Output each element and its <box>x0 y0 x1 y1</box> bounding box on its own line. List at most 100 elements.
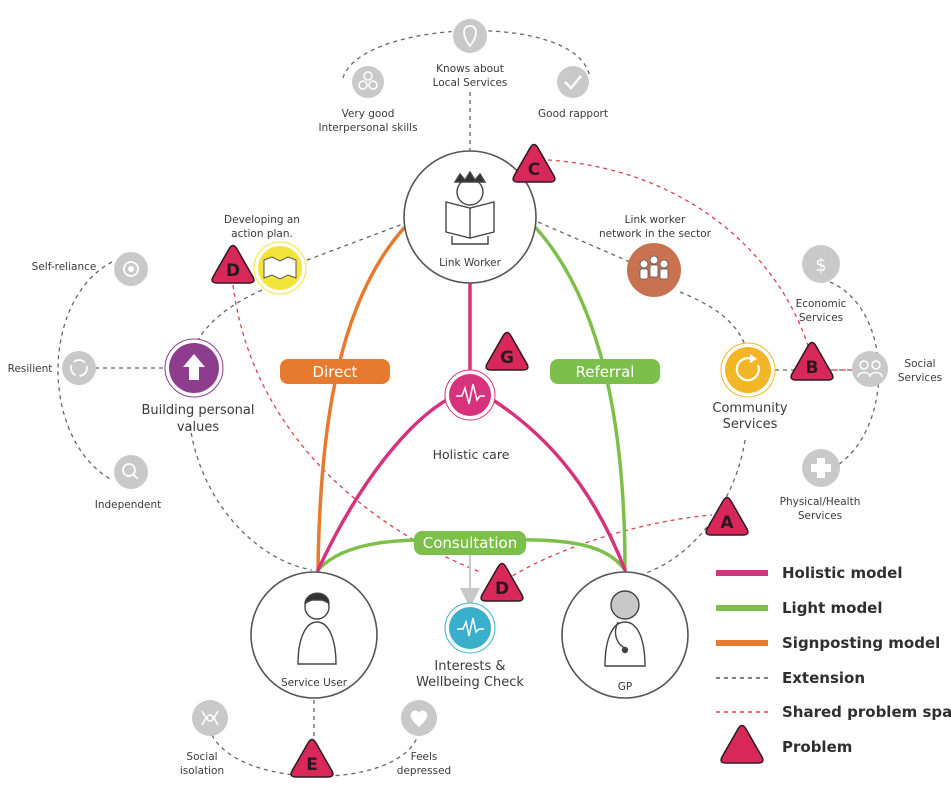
problem-c: C <box>512 143 556 183</box>
economic-label-line2: Services <box>799 312 843 324</box>
wellbeing-pulse-icon <box>457 617 484 637</box>
signposting-line <box>316 226 406 572</box>
rapport-label: Good rapport <box>538 108 608 120</box>
legend-signposting: Signposting model <box>716 634 940 652</box>
knows-local-services: Knows about Local Services <box>433 17 508 89</box>
problem-d-top: D <box>211 244 255 284</box>
shared-problem-lines <box>232 159 852 581</box>
isolation-label-line1: Social <box>186 751 217 763</box>
light-line-referral <box>534 226 627 572</box>
extension-lines <box>57 30 880 777</box>
independent-label: Independent <box>95 499 162 511</box>
extension-bottom-arc <box>211 734 419 777</box>
dollar-icon: $ <box>815 255 826 276</box>
target-icon <box>123 261 139 277</box>
heartbeat-icon <box>456 383 485 405</box>
interpersonal-label-line2: Interpersonal skills <box>318 122 417 134</box>
physical-health-services: Physical/Health Services <box>780 449 861 522</box>
extension-building-to-user <box>189 424 313 571</box>
extension-top-arc <box>342 30 591 79</box>
economic-label-line1: Economic <box>796 298 847 310</box>
shared-c-to-b <box>547 159 813 361</box>
legend-problem: Problem <box>720 724 852 764</box>
economic-services: $ Economic Services <box>796 245 847 324</box>
problem-c-label: C <box>528 160 540 180</box>
knows-label-line2: Local Services <box>433 77 508 89</box>
up-arrow-icon <box>183 354 205 380</box>
community-node: Community Services <box>712 342 788 432</box>
gp-icon <box>604 590 646 667</box>
extension-services-arc <box>829 281 880 471</box>
magnifier-icon <box>122 463 136 477</box>
consultation-pill: Consultation <box>414 531 526 555</box>
community-label-line2: Services <box>723 417 778 432</box>
holistic-care-node: Holistic care <box>433 369 510 462</box>
map-plan-icon <box>263 256 297 280</box>
problem-d-bottom: D <box>480 562 524 602</box>
legend-extension-label: Extension <box>782 669 865 687</box>
checkmark-icon <box>564 75 582 90</box>
consultation-pill-label: Consultation <box>423 534 517 552</box>
holistic-line-right <box>488 396 627 572</box>
medical-cross-icon <box>811 458 831 478</box>
interests-label-line2: Wellbeing Check <box>416 675 524 690</box>
independent: Independent <box>95 455 162 511</box>
gp-node: GP <box>561 571 689 699</box>
gp-label: GP <box>618 681 632 693</box>
building-label-line1: Building personal <box>141 403 254 418</box>
problem-e-label: E <box>306 755 318 775</box>
problem-b: B <box>790 341 834 381</box>
depressed-label-line1: Feels <box>411 751 438 763</box>
interests-node: Interests & Wellbeing Check <box>416 602 524 690</box>
problem-g-label: G <box>500 348 514 368</box>
building-values-node: Building personal values <box>141 338 255 435</box>
interests-label-line1: Interests & <box>434 659 505 674</box>
social-label-line1: Social <box>904 358 935 370</box>
legend-shared-label: Shared problem space <box>782 703 951 721</box>
problem-g: G <box>485 331 529 371</box>
isolation-icon <box>201 710 219 726</box>
service-user-node: Service User <box>250 571 378 699</box>
physical-label-line2: Services <box>798 510 842 522</box>
legend-problem-label: Problem <box>782 738 852 756</box>
community-label-line1: Community <box>712 401 788 416</box>
referral-pill: Referral <box>550 359 660 384</box>
problem-d-bottom-label: D <box>495 579 509 599</box>
network-label-line2: network in the sector <box>599 228 712 240</box>
social-services: Social Services <box>852 351 942 387</box>
service-user-icon <box>297 592 337 665</box>
problem-a: A <box>705 496 749 536</box>
holistic-line-left <box>316 396 452 572</box>
heart-icon <box>410 710 428 727</box>
extension-network-to-community <box>679 291 746 346</box>
holistic-care-label: Holistic care <box>433 447 510 462</box>
action-plan-label-line1: Developing an <box>224 214 300 226</box>
feels-depressed: Feels depressed <box>397 700 451 777</box>
self-reliance-label: Self-reliance <box>32 261 97 273</box>
extension-action-to-building <box>195 289 263 345</box>
legend-light: Light model <box>716 599 883 617</box>
network-node: Link worker network in the sector <box>599 214 712 297</box>
resilient: Resilient <box>8 351 96 385</box>
problem-d-top-label: D <box>226 261 240 281</box>
interpersonal-label-line1: Very good <box>342 108 395 120</box>
legend-light-label: Light model <box>782 599 883 617</box>
group-people-icon <box>639 255 669 280</box>
shared-d-to-a <box>505 514 713 581</box>
building-label-line2: values <box>177 420 220 435</box>
physical-label-line1: Physical/Health <box>780 496 861 508</box>
legend-holistic: Holistic model <box>716 564 902 582</box>
legend: Holistic model Light model Signposting m… <box>700 557 951 785</box>
social-isolation: Social isolation <box>180 700 228 777</box>
resilient-label: Resilient <box>8 363 53 375</box>
cycle-icon <box>70 359 88 377</box>
direct-pill-label: Direct <box>313 363 358 381</box>
action-plan-node: Developing an action plan. <box>224 214 307 295</box>
social-label-line2: Services <box>898 372 942 384</box>
problem-e: E <box>290 738 334 778</box>
location-pin-icon <box>463 25 477 48</box>
direct-pill: Direct <box>280 359 390 384</box>
knows-label-line1: Knows about <box>436 63 504 75</box>
legend-holistic-label: Holistic model <box>782 564 902 582</box>
